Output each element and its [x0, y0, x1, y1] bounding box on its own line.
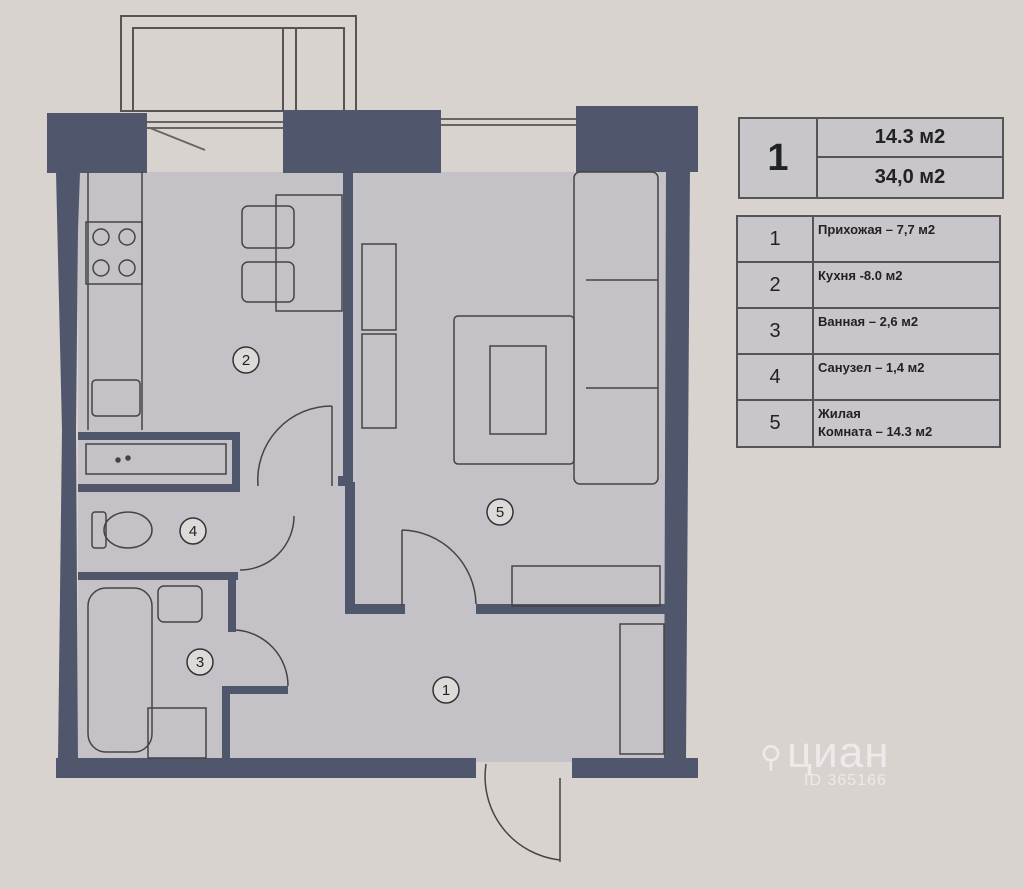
legend-number: 5 — [738, 401, 814, 446]
dining-table — [275, 194, 343, 312]
room-3-marker: 3 — [186, 648, 214, 676]
legend-label: Санузел – 1,4 м2 — [818, 360, 925, 375]
tv-stand — [361, 243, 397, 331]
legend-label: Ванная – 2,6 м2 — [818, 314, 919, 329]
room-1-marker: 1 — [432, 676, 460, 704]
legend-row: 1 Прихожая – 7,7 м2 — [738, 217, 999, 263]
living-area: 14.3 м2 — [818, 119, 1002, 158]
sofa — [573, 171, 659, 485]
chair — [241, 205, 295, 249]
washing-machine — [85, 443, 227, 475]
stove-burner — [92, 228, 110, 246]
svg-text:3: 3 — [196, 654, 204, 671]
chair — [241, 261, 295, 303]
legend-number: 4 — [738, 355, 814, 399]
toilet — [103, 511, 153, 549]
room-legend-table: 1 Прихожая – 7,7 м2 2 Кухня -8.0 м2 3 Ва… — [736, 215, 1001, 448]
legend-label: Жилая Комната – 14.3 м2 — [818, 406, 933, 439]
room-5-marker: 5 — [486, 498, 514, 526]
watermark-id: ID 365166 — [804, 772, 887, 789]
living-furniture — [361, 171, 665, 755]
room-numbers: 2 4 3 1 5 — [179, 346, 514, 704]
apartment-number: 1 — [740, 119, 818, 197]
toilet-tank — [91, 511, 107, 549]
walls — [47, 106, 698, 778]
legend-row: 3 Ванная – 2,6 м2 — [738, 309, 999, 355]
svg-text:2: 2 — [242, 352, 250, 369]
legend-number: 3 — [738, 309, 814, 353]
watermark-brand: циан — [786, 728, 890, 777]
legend-row: 4 Санузел – 1,4 м2 — [738, 355, 999, 401]
total-area: 34,0 м2 — [874, 166, 946, 188]
cian-watermark: ⚲циан ID 365166 — [760, 728, 890, 790]
stove-burner — [92, 259, 110, 277]
windows — [147, 118, 576, 151]
svg-text:5: 5 — [496, 504, 504, 521]
doors — [235, 405, 561, 862]
floor-area — [78, 172, 668, 762]
stove-burner — [118, 228, 136, 246]
room-4-marker: 4 — [179, 517, 207, 545]
bathroom-fixtures — [85, 443, 227, 759]
legend-number: 1 — [738, 217, 814, 261]
coffee-table — [489, 345, 547, 435]
kitchen-sink — [91, 379, 141, 417]
hall-wardrobe — [619, 623, 665, 755]
wardrobe — [511, 565, 661, 607]
room-2-marker: 2 — [232, 346, 260, 374]
bathroom-sink — [157, 585, 203, 623]
svg-text:1: 1 — [442, 682, 450, 699]
legend-row: 2 Кухня -8.0 м2 — [738, 263, 999, 309]
stove-burner — [118, 259, 136, 277]
kitchen-furniture — [85, 172, 343, 430]
legend-label: Кухня -8.0 м2 — [818, 268, 903, 283]
pin-icon: ⚲ — [760, 741, 783, 774]
bathtub — [87, 587, 153, 753]
legend-row: 5 Жилая Комната – 14.3 м2 — [738, 401, 999, 446]
desk — [361, 333, 397, 429]
svg-text:4: 4 — [189, 523, 197, 540]
apartment-summary-table: 1 14.3 м2 34,0 м2 — [738, 117, 1004, 199]
legend-label: Прихожая – 7,7 м2 — [818, 222, 936, 237]
legend-number: 2 — [738, 263, 814, 307]
bathroom-cabinet — [147, 707, 207, 759]
balcony — [120, 15, 357, 112]
